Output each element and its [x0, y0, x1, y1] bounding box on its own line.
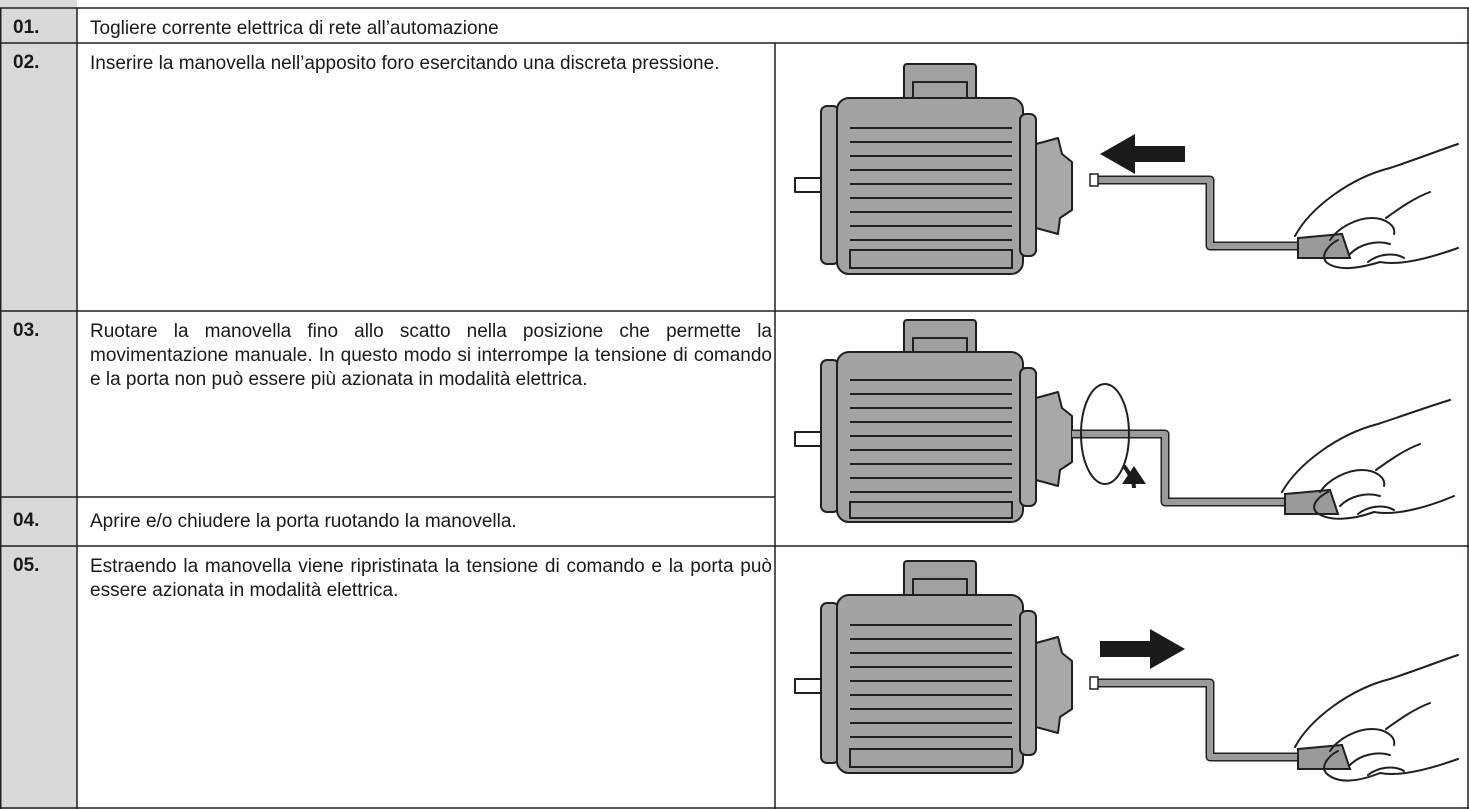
- step-number: 04.: [13, 510, 40, 531]
- motor-crank-extract-icon: [794, 560, 1459, 782]
- step-number: 03.: [13, 320, 40, 341]
- number-column-shade: [0, 0, 77, 809]
- motor-crank-insert-icon: [794, 63, 1459, 275]
- step-text: Ruotare la manovella fino allo scatto ne…: [90, 321, 772, 390]
- motor-crank-rotate-icon: [794, 319, 1455, 523]
- step-text: Inserire la manovella nell’apposito foro…: [90, 53, 720, 74]
- step-text: Estraendo la manovella viene ripristinat…: [90, 556, 772, 601]
- step-number: 05.: [13, 555, 40, 576]
- step-number: 01.: [13, 17, 40, 38]
- step-text: Togliere corrente elettrica di rete all’…: [90, 18, 499, 39]
- step-number: 02.: [13, 52, 40, 73]
- step-text: Aprire e/o chiudere la porta ruotando la…: [90, 511, 517, 532]
